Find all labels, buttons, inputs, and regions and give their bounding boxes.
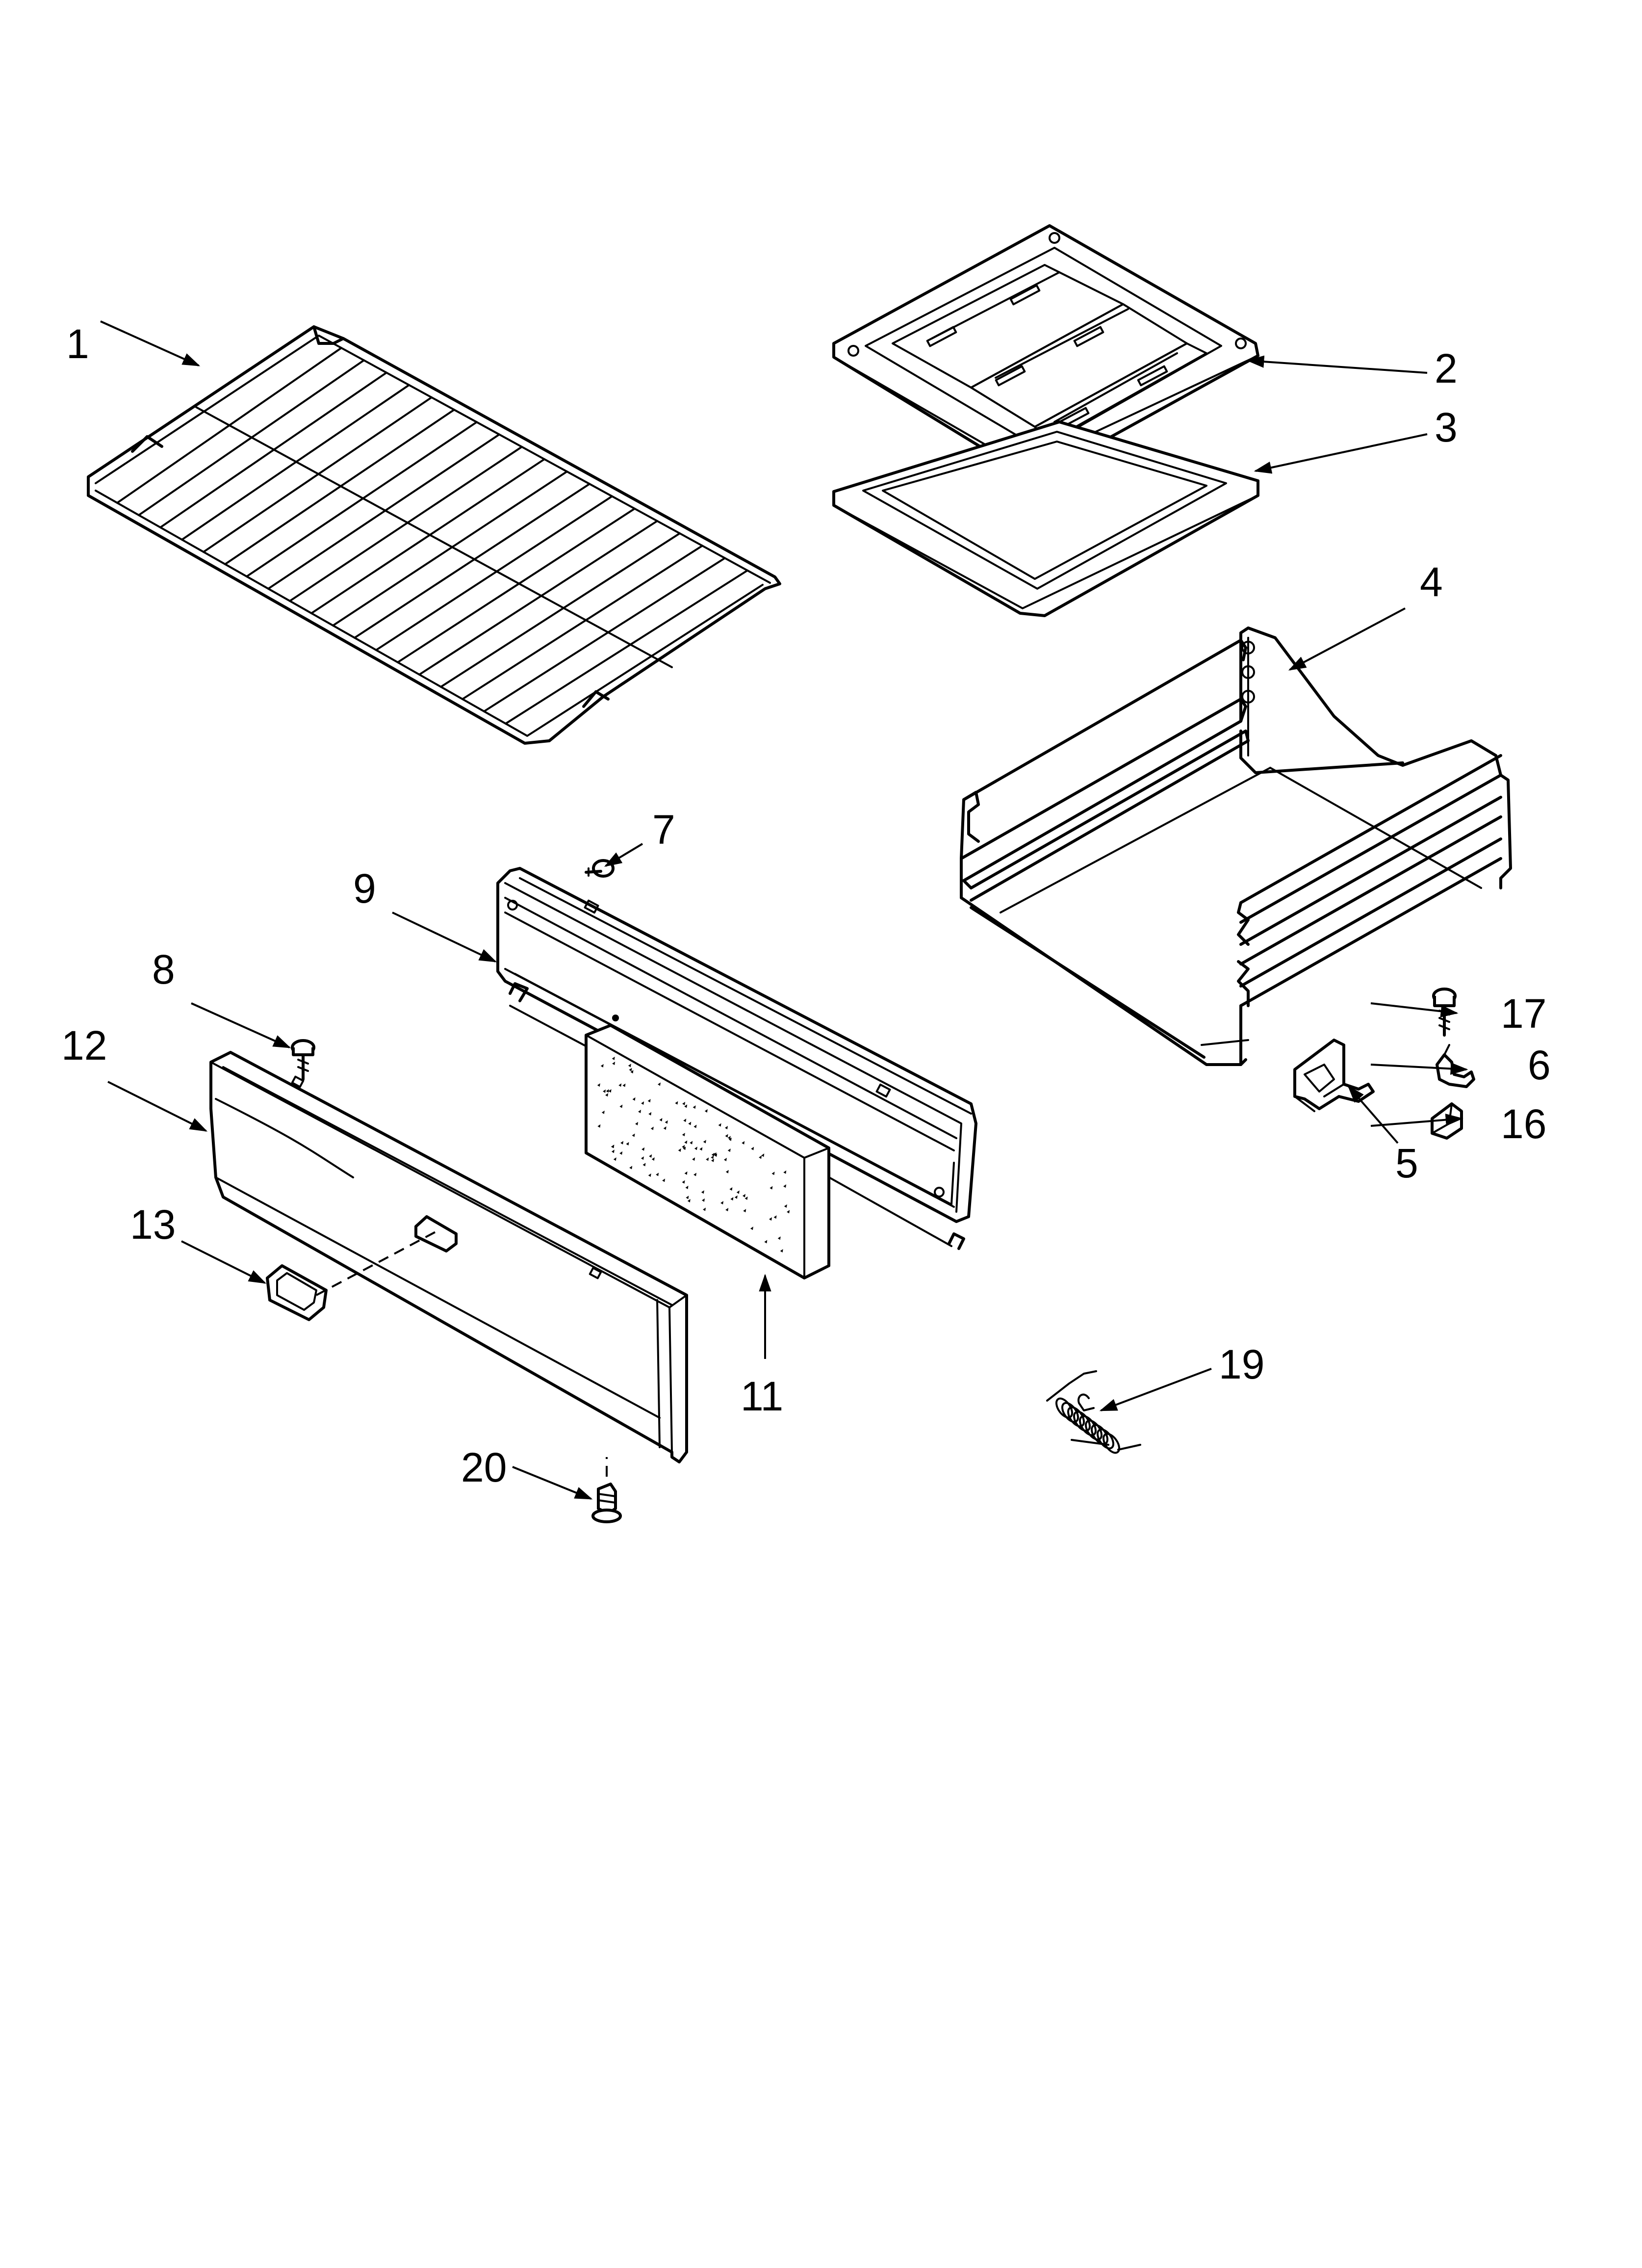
callout-2: 2	[1435, 345, 1458, 391]
spring	[1046, 1370, 1141, 1454]
handle-insert	[266, 1264, 328, 1321]
callout-20: 20	[461, 1444, 507, 1490]
callout-7: 7	[652, 807, 675, 853]
callout-19: 19	[1219, 1341, 1264, 1387]
callout-6: 6	[1528, 1042, 1551, 1088]
broiler-pan	[832, 420, 1259, 617]
screw-17	[1432, 988, 1457, 1037]
callout-17: 17	[1501, 991, 1546, 1037]
callout-3: 3	[1435, 404, 1458, 450]
callout-16: 16	[1501, 1101, 1546, 1147]
callout-labels: 1 2 3 4 5 6 7 8 9 11 12 13 16 17 19 20	[61, 321, 1551, 1490]
drawer-front-panel	[209, 1051, 688, 1463]
drawer-body	[960, 626, 1512, 1066]
insulation	[585, 1024, 830, 1279]
callout-9: 9	[353, 865, 376, 912]
callout-5: 5	[1395, 1140, 1418, 1186]
callout-1: 1	[66, 321, 89, 367]
screw-20	[591, 1483, 622, 1523]
callout-12: 12	[61, 1022, 107, 1069]
oven-rack	[87, 325, 781, 745]
callout-8: 8	[152, 946, 175, 992]
clip	[1436, 1044, 1475, 1088]
screw-8	[291, 1039, 315, 1081]
callout-13: 13	[130, 1201, 176, 1248]
leader-lines	[100, 320, 1468, 1500]
callout-11: 11	[741, 1373, 783, 1419]
callout-4: 4	[1420, 559, 1443, 605]
